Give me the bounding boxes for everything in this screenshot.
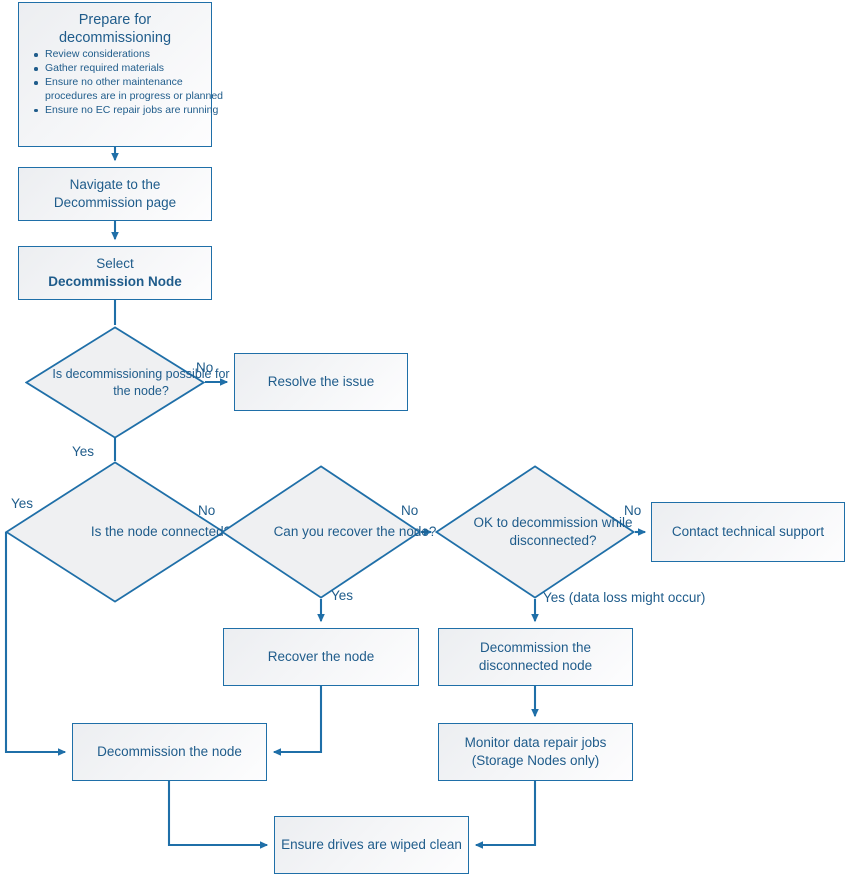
select-line-2: Decommission Node (48, 274, 182, 289)
prepare-heading: Prepare for decommissioning (58, 12, 172, 47)
edge-label-connected-yes: Yes (11, 496, 34, 511)
node-label: Recover the node (267, 648, 375, 664)
edge-label-recoverable-yes: Yes (331, 588, 354, 603)
decision-ok-to-decommission-while-disconnected[interactable]: OK to decommission while disconnected? (435, 465, 635, 599)
node-label: Decommission the disconnected node (478, 639, 593, 673)
node-label: Ensure drives are wiped clean (281, 836, 462, 852)
node-label: Monitor data repair jobs (Storage Nodes … (464, 734, 607, 768)
list-item: Ensure no other maintenance procedures a… (34, 76, 224, 102)
edge-recover-to-decommission (272, 686, 323, 756)
list-item: Ensure no EC repair jobs are running (34, 104, 225, 117)
prepare-bullet-list: Review considerations Gather required ma… (25, 48, 229, 117)
node-label: Navigate to the Decommission page (53, 176, 177, 210)
edge-connected-yes-to-decommission (4, 532, 67, 756)
select-line-1: Select (96, 255, 134, 271)
node-select-decommission-node[interactable]: Select Decommission Node (18, 246, 212, 300)
node-decommission-the-disconnected-node[interactable]: Decommission the disconnected node (438, 628, 633, 686)
node-resolve-the-issue[interactable]: Resolve the issue (234, 353, 408, 411)
node-ensure-drives-wiped-clean[interactable]: Ensure drives are wiped clean (274, 816, 469, 874)
node-label: Select Decommission Node (48, 255, 182, 291)
node-label: Resolve the issue (267, 373, 375, 389)
edge-label-possible-yes: Yes (72, 444, 95, 459)
edge-decommission-to-wipe (167, 781, 269, 849)
decision-is-the-node-connected[interactable]: Is the node connected? (5, 461, 231, 603)
edge-label-connected-no: No (198, 503, 216, 518)
edge-monitor-to-wipe (474, 781, 537, 849)
decision-is-decommissioning-possible[interactable]: Is decommissioning possible for the node… (25, 326, 230, 439)
node-label: Decommission the node (97, 743, 242, 759)
list-item: Review considerations (34, 48, 225, 61)
node-prepare-for-decommissioning[interactable]: Prepare for decommissioning Review consi… (18, 2, 223, 147)
edge-label-recoverable-no: No (401, 503, 419, 518)
node-decommission-the-node[interactable]: Decommission the node (72, 723, 267, 781)
node-monitor-data-repair-jobs[interactable]: Monitor data repair jobs (Storage Nodes … (438, 723, 633, 781)
edge-label-ok-no: No (624, 503, 642, 518)
edge-label-possible-no: No (196, 360, 214, 375)
decision-can-you-recover-the-node[interactable]: Can you recover the node? (221, 465, 436, 599)
list-item: Gather required materials (34, 62, 225, 75)
edge-label-ok-yes: Yes (data loss might occur) (543, 590, 706, 605)
node-recover-the-node[interactable]: Recover the node (223, 628, 419, 686)
node-contact-technical-support[interactable]: Contact technical support (651, 502, 845, 562)
node-navigate-to-decommission-page[interactable]: Navigate to the Decommission page (18, 167, 212, 221)
node-label: Contact technical support (671, 523, 825, 539)
